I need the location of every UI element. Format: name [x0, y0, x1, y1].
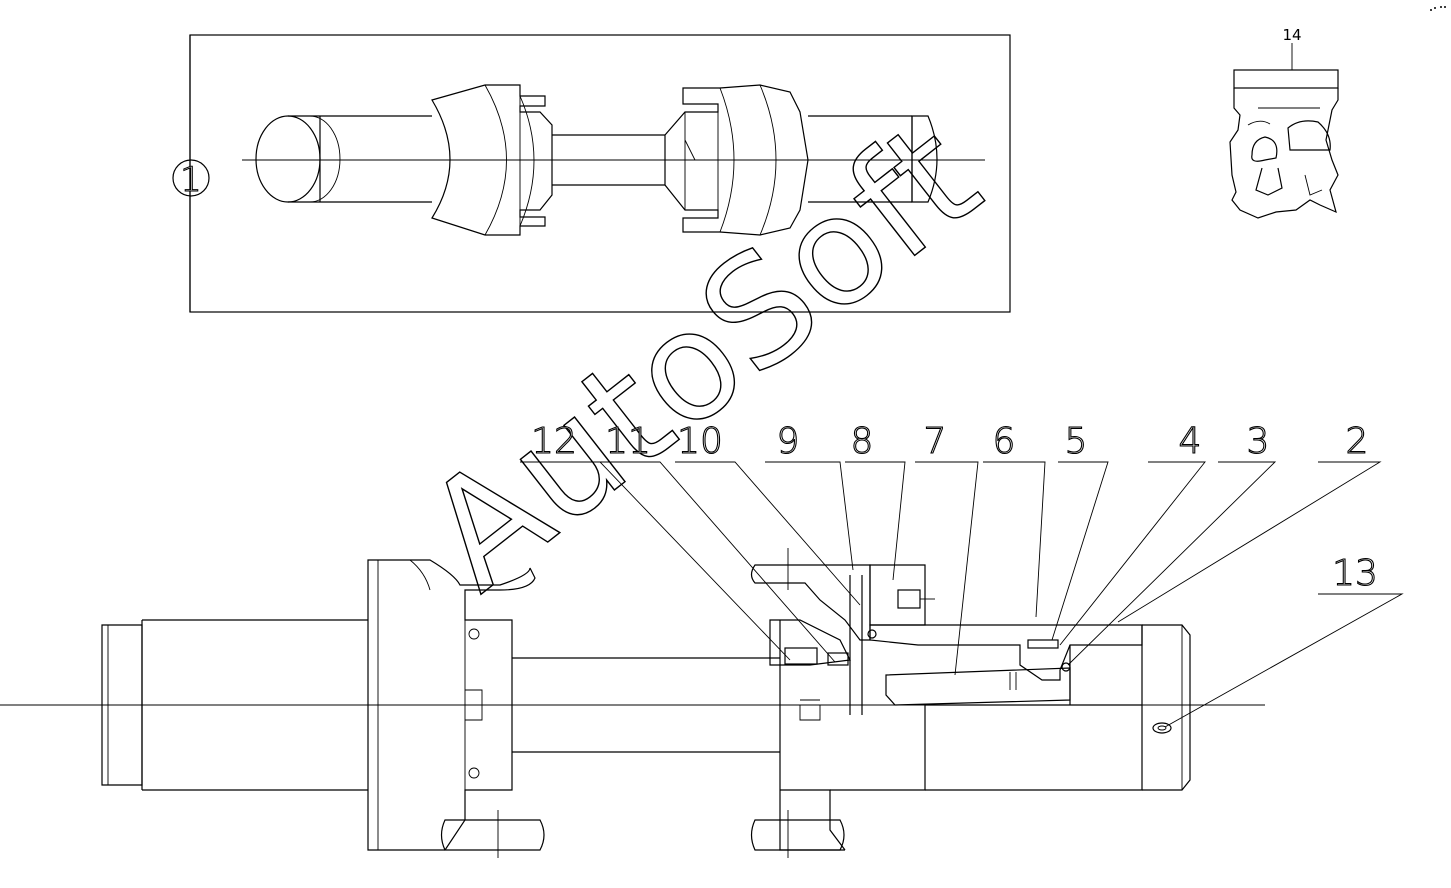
detail-1-number: 1 [180, 160, 202, 200]
watermark: AutoSoft [394, 89, 1010, 624]
callout-6: 6 [993, 421, 1016, 462]
callout-9: 9 [777, 421, 800, 462]
leader-lines [520, 461, 1404, 728]
watermark-text: AutoSoft [395, 90, 1010, 624]
detail-1-shaft [242, 84, 985, 236]
main-assembly [0, 548, 1265, 858]
detail-1-callout: 1 [172, 159, 210, 201]
callout-2: 2 [1346, 421, 1369, 462]
callout-3: 3 [1247, 421, 1270, 462]
callout-7: 7 [924, 421, 947, 462]
part-callouts: 12 11 10 9 8 7 6 5 4 3 2 13 [531, 420, 1379, 594]
detail-1-frame [189, 34, 1011, 313]
callout-12: 12 [531, 421, 577, 462]
callout-5: 5 [1065, 421, 1088, 462]
corner-mark [1430, 6, 1446, 11]
callout-13: 13 [1332, 553, 1378, 594]
detail-14-seal: 14 [1229, 26, 1339, 219]
callout-4: 4 [1179, 421, 1202, 462]
detail-14-number: 14 [1282, 26, 1301, 44]
callout-10: 10 [677, 421, 723, 462]
callout-11: 11 [605, 421, 651, 462]
callout-8: 8 [851, 421, 874, 462]
